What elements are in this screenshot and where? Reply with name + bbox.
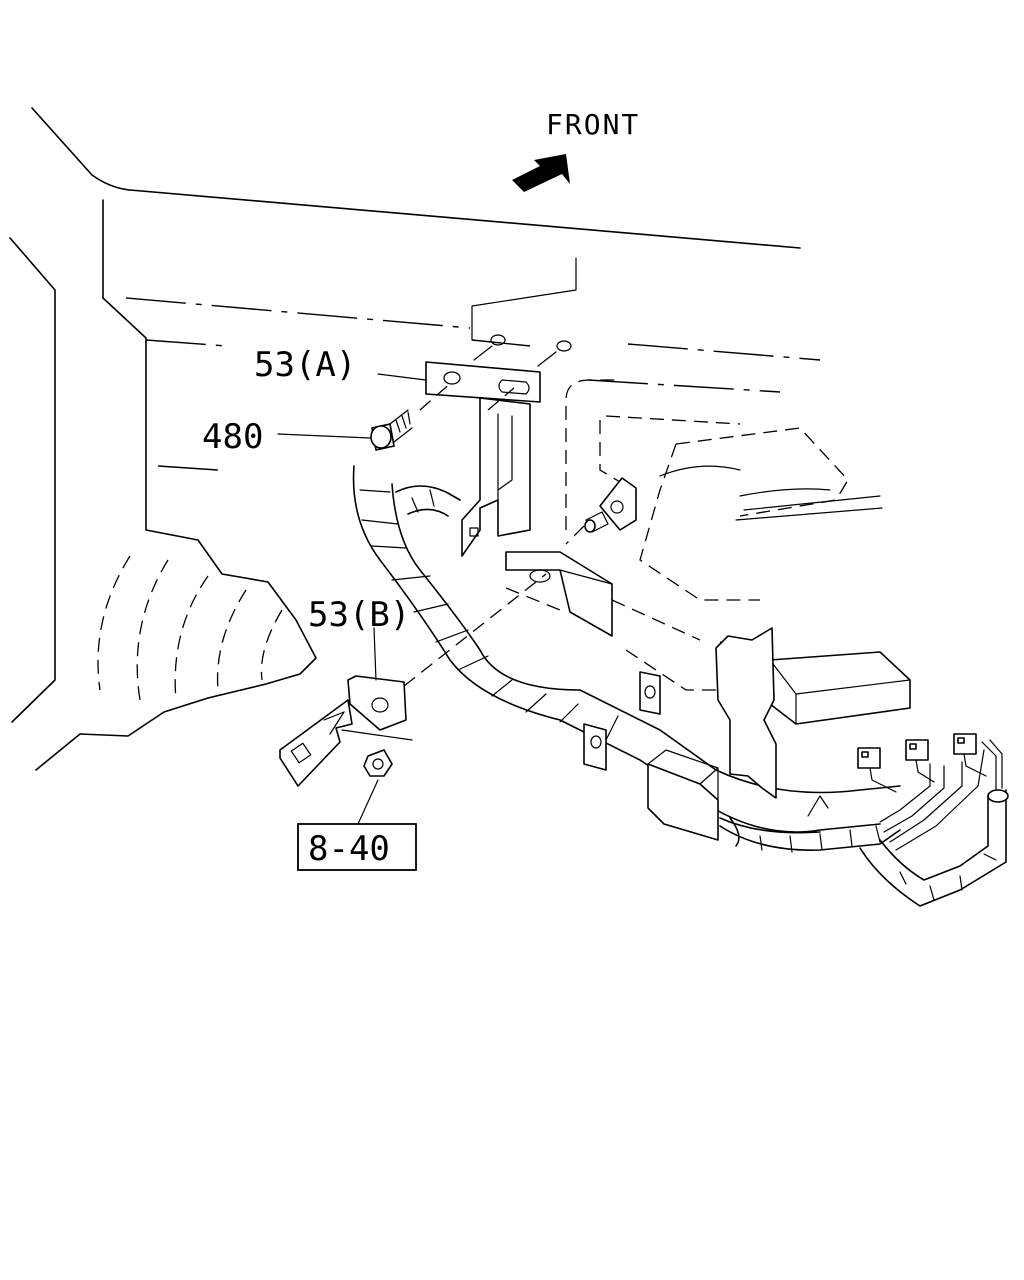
bolt-480 — [370, 409, 413, 451]
frame-bracket-lower — [505, 551, 777, 799]
ecu-module — [565, 379, 911, 725]
callout-480: 480 — [202, 417, 263, 457]
mounting-plate-upper — [471, 257, 577, 367]
front-label: FRONT — [546, 108, 640, 141]
front-arrow-icon — [512, 154, 570, 192]
vehicle-body-outline — [9, 107, 821, 771]
callout-8-40: 8-40 — [308, 829, 390, 869]
bracket-53a — [419, 361, 541, 557]
bracket-53b — [279, 573, 547, 787]
callout-8-40-box — [297, 823, 417, 871]
nut-8-40 — [363, 749, 393, 777]
callout-53a: 53(A) — [254, 345, 356, 385]
leader-lines — [277, 373, 427, 825]
callout-53b: 53(B) — [308, 595, 410, 635]
